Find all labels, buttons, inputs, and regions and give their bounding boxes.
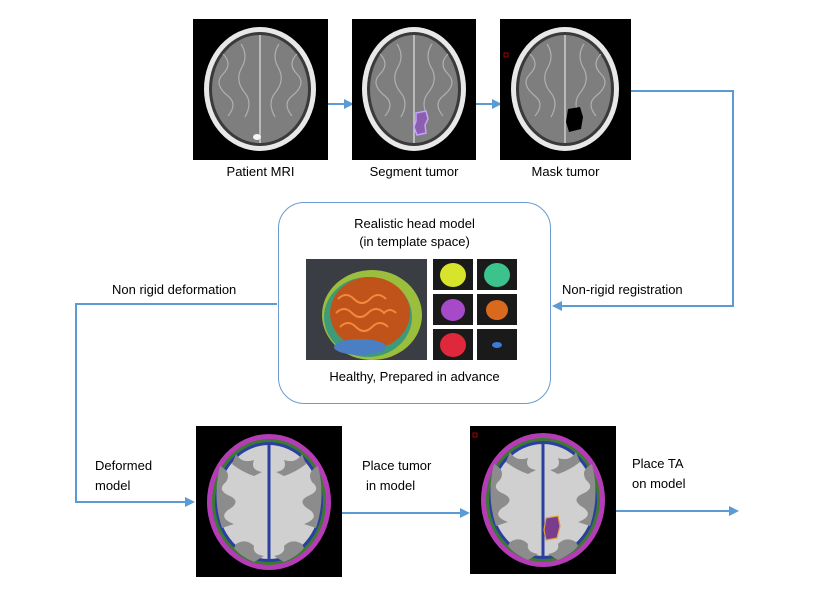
place-ta-label-line2: on model bbox=[632, 476, 686, 491]
arrow-headmodel-to-deformed bbox=[75, 303, 277, 507]
purple-brain-icon bbox=[433, 294, 473, 325]
mask-tumor-image bbox=[500, 19, 631, 160]
tumor-outline bbox=[413, 110, 429, 136]
deformed-model-label-line1: Deformed bbox=[95, 458, 153, 473]
mask-tumor-label: Mask tumor bbox=[531, 164, 600, 179]
head-model-title-line2: (in template space) bbox=[359, 234, 470, 249]
deformed-model-label-line2: model bbox=[95, 478, 131, 493]
head-model-caption: Healthy, Prepared in advance bbox=[329, 369, 500, 384]
non-rigid-registration-label: Non-rigid registration bbox=[562, 282, 683, 297]
non-rigid-deformation-label: Non rigid deformation bbox=[112, 282, 237, 297]
red-skull-icon bbox=[433, 329, 473, 360]
head-model-title-line1: Realistic head model bbox=[354, 216, 475, 231]
place-ta-label-line1: Place TA bbox=[632, 456, 684, 471]
orange-brain-icon bbox=[477, 294, 517, 325]
tissue-icon-grid bbox=[433, 259, 517, 360]
patient-mri-label: Patient MRI bbox=[226, 164, 295, 179]
segment-tumor-image bbox=[352, 19, 476, 160]
teal-skull-icon bbox=[477, 259, 517, 290]
segment-tumor-label: Segment tumor bbox=[369, 164, 459, 179]
patient-mri-image bbox=[193, 19, 328, 160]
placed-tumor bbox=[543, 515, 561, 541]
deformed-model-image bbox=[196, 426, 342, 577]
tumor-placed-model-image bbox=[470, 426, 616, 574]
arrow-mask-to-headmodel bbox=[552, 90, 734, 311]
place-tumor-label-line2: in model bbox=[366, 478, 416, 493]
masked-tumor-region bbox=[566, 107, 583, 132]
blue-ventricle-icon bbox=[477, 329, 517, 360]
head-model-3d-render bbox=[306, 259, 427, 360]
place-tumor-label-line1: Place tumor bbox=[362, 458, 432, 473]
yellow-skull-icon bbox=[433, 259, 473, 290]
